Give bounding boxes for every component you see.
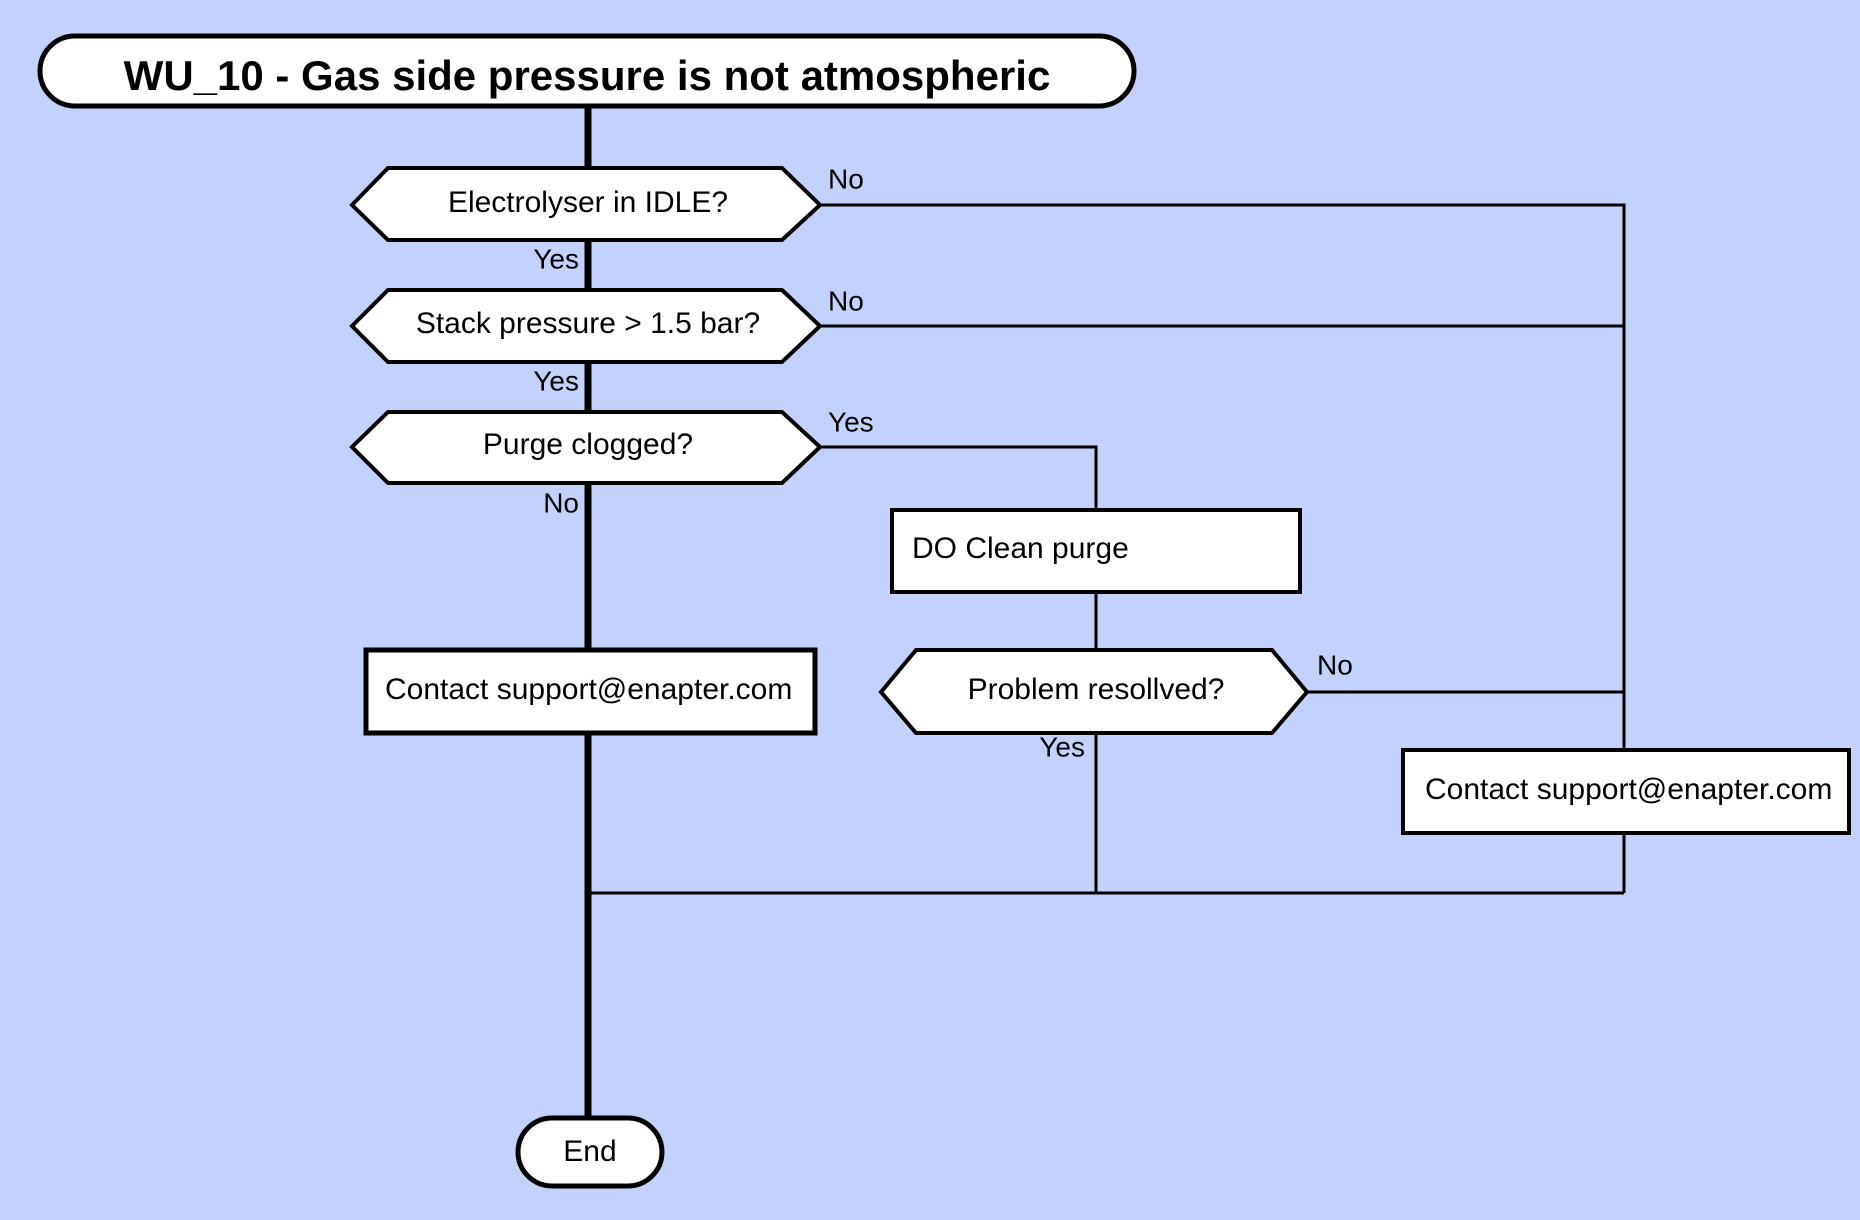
start-node-shape <box>37 33 1137 109</box>
end-node-shape <box>515 1115 665 1189</box>
node-decision-pressure[interactable]: Stack pressure > 1.5 bar? <box>349 288 823 364</box>
clean-purge-label: DO Clean purge <box>912 532 1129 565</box>
edge-label-idle-no: No <box>828 163 864 194</box>
contact-left-shape <box>363 647 818 736</box>
connector-purge-yes-to-clean-purge <box>820 445 1098 510</box>
node-contact-support-right[interactable]: Contact support@enapter.com <box>1401 748 1851 835</box>
node-decision-idle[interactable]: Electrolyser in IDLE? <box>349 166 823 242</box>
node-start[interactable]: WU_10 - Gas side pressure is not atmosph… <box>37 33 1137 109</box>
edge-label-purge-yes: Yes <box>828 406 874 437</box>
edge-label-idle-yes: Yes <box>533 243 579 274</box>
edge-label-purge-no: No <box>543 487 579 518</box>
contact-left-label: Contact support@enapter.com <box>385 673 792 706</box>
decision-pressure-label: Stack pressure > 1.5 bar? <box>416 307 760 340</box>
decision-purge-label: Purge clogged? <box>483 428 693 461</box>
decision-pressure-shape <box>349 288 823 364</box>
edge-label-resolved-no: No <box>1317 649 1353 680</box>
edge-label-pressure-no: No <box>828 285 864 316</box>
clean-purge-shape <box>890 508 1302 594</box>
node-process-clean-purge[interactable]: DO Clean purge <box>890 508 1302 594</box>
decision-idle-label: Electrolyser in IDLE? <box>448 186 728 219</box>
edge-label-pressure-yes: Yes <box>533 365 579 396</box>
node-decision-purge[interactable]: Purge clogged? <box>349 410 823 485</box>
end-node-label: End <box>563 1135 616 1168</box>
decision-resolved-shape <box>878 648 1310 735</box>
contact-right-label: Contact support@enapter.com <box>1425 773 1832 806</box>
decision-purge-shape <box>349 410 823 485</box>
node-contact-support-left[interactable]: Contact support@enapter.com <box>363 647 818 736</box>
start-node-label: WU_10 - Gas side pressure is not atmosph… <box>124 52 1051 99</box>
decision-idle-shape <box>349 166 823 242</box>
decision-resolved-label: Problem resollved? <box>968 673 1225 706</box>
edge-label-resolved-yes: Yes <box>1039 731 1085 762</box>
node-end[interactable]: End <box>515 1115 665 1189</box>
contact-right-shape <box>1401 748 1851 835</box>
connector-idle-no-to-right-rail <box>820 203 1626 893</box>
node-decision-resolved[interactable]: Problem resollved? <box>878 648 1310 735</box>
